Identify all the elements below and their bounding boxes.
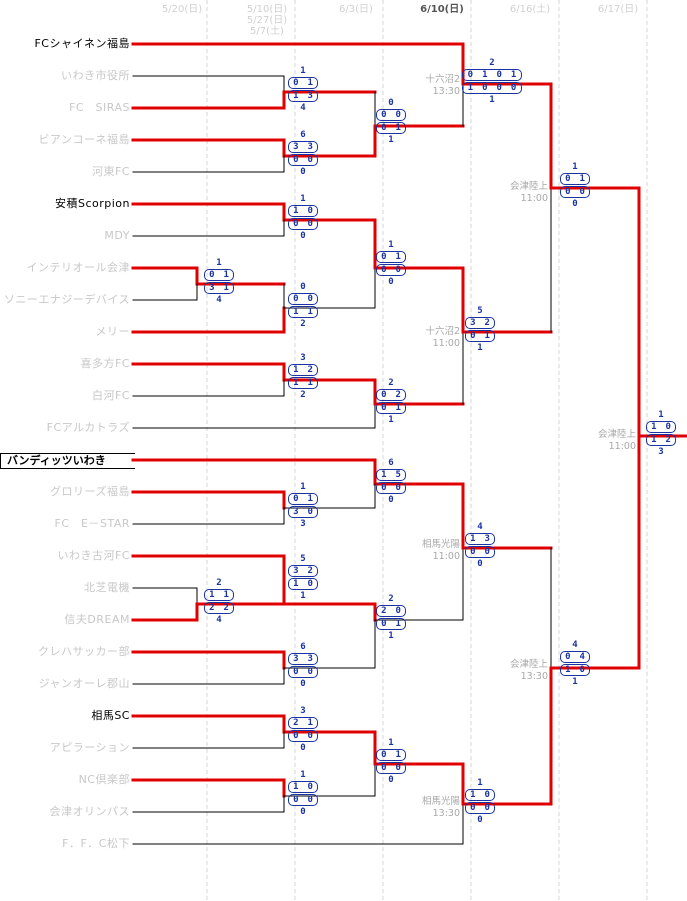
team-entry: メリー	[95, 325, 130, 338]
team-entry: クレハサッカー部	[38, 645, 130, 658]
team-entry: グロリーズ福島	[50, 485, 130, 498]
team-entry: 北芝電機	[84, 581, 130, 594]
team-entry: NC倶楽部	[78, 773, 130, 786]
team-entry: 白河FC	[91, 389, 130, 402]
team-entry: 河東FC	[91, 165, 130, 178]
team-entry: FCアルカトラズ	[46, 421, 130, 434]
team-entry: FC E－STAR	[54, 517, 130, 530]
team-entry: アピラーション	[49, 741, 130, 754]
team-entry: 安積Scorpion	[54, 197, 130, 210]
team-entry: FC SIRAS	[69, 101, 130, 114]
team-entry: 信夫DREAM	[64, 613, 130, 626]
date-header-round-3: 6/3(日)	[339, 4, 373, 15]
team-entry: F．F．C松下	[62, 837, 130, 850]
date-header-round-4: 6/10(日)	[420, 4, 464, 15]
team-entry: 喜多方FC	[80, 357, 130, 370]
team-entry: ビアンコーネ福島	[38, 133, 130, 146]
team-entry: インテリオール会津	[26, 261, 130, 274]
team-entry: MDY	[104, 229, 130, 242]
date-header-round-2: 5/10(日) 5/27(日) 5/7(土)	[246, 4, 288, 37]
date-header-round-5: 6/16(土)	[509, 4, 551, 15]
team-entry: ソニーエナジーデバイス	[3, 293, 130, 306]
date-header-final: 6/17(日)	[597, 4, 639, 15]
date-header-round-1: 5/20(日)	[161, 4, 203, 15]
team-entry: いわき市役所	[61, 69, 130, 82]
team-entry: ジャンオーレ郡山	[38, 677, 130, 690]
team-entry: FCシャイネン福島	[34, 37, 130, 50]
team-entry: 相馬SC	[91, 709, 130, 722]
team-entry: いわき古河FC	[57, 549, 130, 562]
team-entry-selected: バンディッツいわき	[0, 453, 135, 469]
team-entry: 会津オリンパス	[49, 805, 130, 818]
